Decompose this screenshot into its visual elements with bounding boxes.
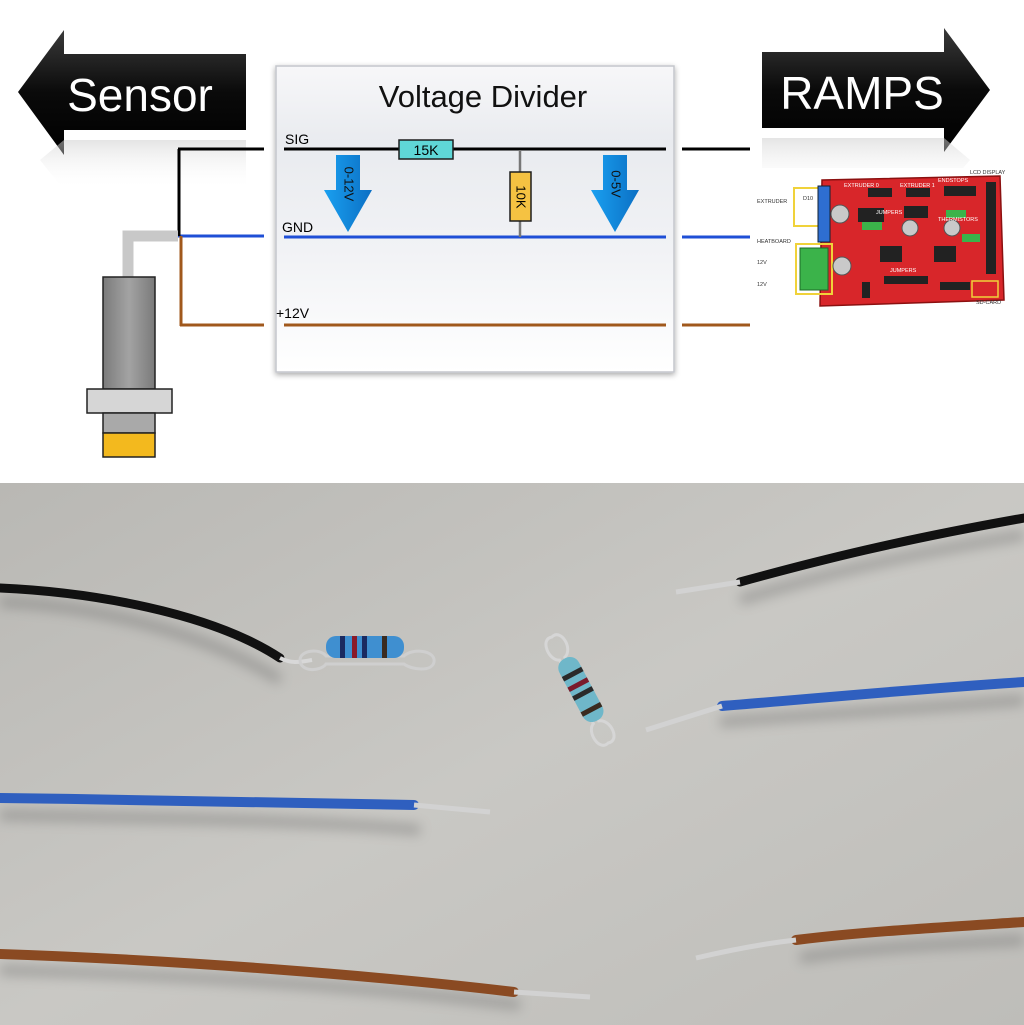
voltage-divider-title: Voltage Divider xyxy=(379,79,588,114)
board-label-d10: D10 xyxy=(803,196,813,202)
board-label-sdcard: SD-CARD xyxy=(976,300,1001,306)
v12-label: +12V xyxy=(276,305,310,321)
photo-blue-wire-left xyxy=(0,793,491,815)
ramps-direction-arrow: RAMPS xyxy=(762,28,990,190)
board-label-jumpers: JUMPERS xyxy=(876,210,903,216)
board-label-endstops: ENDSTOPS xyxy=(938,178,968,184)
output-voltage-arrow: 0-5V xyxy=(591,155,639,232)
input-voltage-arrow: 0-12V xyxy=(324,155,372,232)
ramps-arrow-label: RAMPS xyxy=(780,67,944,119)
sensor-leads xyxy=(177,149,183,326)
board-label-extruder0: EXTRUDER 0 xyxy=(844,183,879,189)
board-label-d9: D9 xyxy=(804,210,811,216)
shunt-resistor-label: 10K xyxy=(514,185,529,208)
input-voltage-label: 0-12V xyxy=(342,167,357,202)
supply-12v-line: +12V xyxy=(180,305,750,327)
board-label-jumpers-2: JUMPERS xyxy=(890,268,917,274)
board-label-12v-a: 12V xyxy=(757,260,767,266)
sig-label: SIG xyxy=(285,131,309,147)
shunt-resistor-10k: 10K xyxy=(509,150,532,237)
signal-line: SIG xyxy=(178,131,750,151)
board-label-heatboard: HEATBOARD xyxy=(757,239,791,245)
gnd-label: GND xyxy=(282,219,313,235)
board-label-12v-b: 12V xyxy=(757,282,767,288)
photo-brown-wire-right xyxy=(695,917,1024,961)
photo-blue-wire-right xyxy=(645,677,1024,733)
series-resistor-15k: 15K xyxy=(398,139,454,160)
photo-brown-wire-left xyxy=(0,949,591,1000)
output-voltage-label: 0-5V xyxy=(609,170,624,198)
ground-line: GND xyxy=(178,219,750,239)
photo-black-wire-left xyxy=(0,583,313,664)
ramps-board-image: EXTRUDER 0 EXTRUDER 1 ENDSTOPS LCD DISPL… xyxy=(757,168,1012,308)
board-label-extruder1: EXTRUDER 1 xyxy=(900,183,935,189)
board-label-extruder: EXTRUDER xyxy=(757,199,787,205)
wiring-photo xyxy=(0,483,1024,1025)
series-resistor-label: 15K xyxy=(414,142,440,158)
inductive-sensor-illustration xyxy=(86,230,178,458)
board-label-lcd: LCD DISPLAY xyxy=(970,170,1006,176)
photo-black-wire-right xyxy=(675,513,1024,595)
sensor-direction-arrow: Sensor xyxy=(18,30,246,190)
board-label-thermistors: THERMISTORS xyxy=(938,217,978,223)
sensor-arrow-label: Sensor xyxy=(67,69,213,121)
photo-resistor-15k xyxy=(298,636,436,671)
board-label-d8: D8 xyxy=(804,230,811,236)
photo-resistor-10k xyxy=(544,633,616,747)
